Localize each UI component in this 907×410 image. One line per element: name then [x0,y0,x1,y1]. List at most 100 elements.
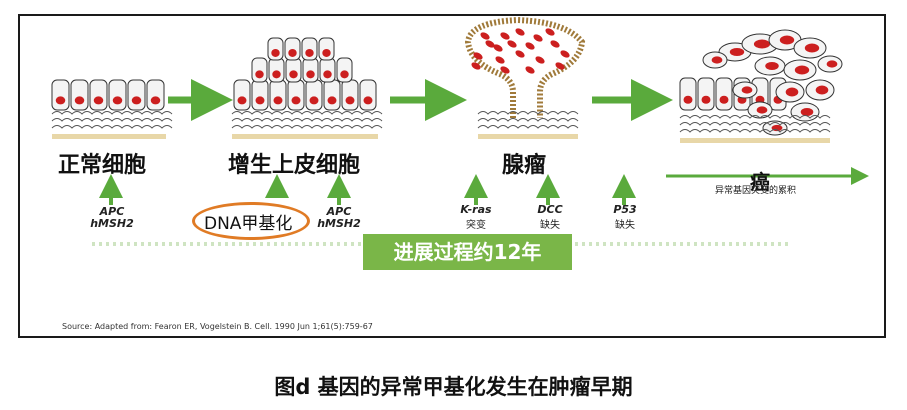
epithelial-cell [233,79,251,111]
dna-methylation-highlight [192,202,310,240]
epithelial-cell [108,79,127,111]
epithelial-cell [715,77,733,111]
gene-p53-status: 缺失 [615,220,635,231]
cell-nucleus [255,70,264,79]
gene-apc-2: APC [326,205,352,218]
cell-nucleus [237,96,247,105]
stroma-layer [232,134,378,139]
epithelial-cell [269,79,287,111]
gene-kras-status: 突变 [466,220,486,231]
cancer-cell-nucleus [756,106,768,114]
epithelial-cell [127,79,146,111]
epithelial-cell [251,79,269,111]
adenoma-nucleus [555,62,565,70]
adenoma-nucleus [545,28,555,36]
cancer-cell-nucleus [826,60,838,68]
cell-nucleus [305,48,314,57]
adenoma-nucleus [500,32,510,40]
cancer-cell-nucleus [729,47,745,57]
epithelial-cell [251,57,268,83]
basement-layer [231,118,383,122]
cell-nucleus [345,96,355,105]
cancer-mutation-note: 异常基因突变的累积 [715,186,797,196]
cell-nucleus [55,96,66,105]
gene-kras: K-ras [460,203,492,216]
basement-layer [477,111,579,115]
basement-layer [477,125,579,129]
gene-apc-1: APC [99,205,125,218]
cell-nucleus [340,70,349,79]
epithelial-cell [89,79,108,111]
cancer-cell-nucleus [711,56,723,64]
cell-nucleus [306,70,315,79]
epithelial-cell [287,79,305,111]
adenoma-nucleus [525,42,535,50]
stage-adenoma-label: 腺瘤 [502,153,547,178]
epithelial-cell [51,79,70,111]
adenoma-nucleus [485,40,495,48]
cancer-cell-nucleus [765,61,779,71]
cell-nucleus [683,95,693,104]
epithelial-cell [305,79,323,111]
cancer-cell-nucleus [741,86,753,94]
gene-hmsh2-1: hMSH2 [90,217,134,230]
cell-nucleus [273,96,283,105]
basement-layer [477,118,579,122]
cancer-cell-nucleus [800,107,814,117]
cell-nucleus [112,96,123,105]
basement-layer [231,125,383,129]
gene-hmsh2-2: hMSH2 [317,217,361,230]
cancer-cell-nucleus [779,35,795,45]
epithelial-cell [359,79,377,111]
source-citation: Source: Adapted from: Fearon ER, Vogelst… [62,322,373,331]
adenoma-nucleus [525,66,535,74]
adenoma-nucleus [500,66,510,74]
epithelial-cell [302,57,319,83]
cancer-cell-nucleus [753,39,771,49]
adenoma-nucleus [515,28,525,36]
cell-nucleus [701,95,711,104]
adenoma-outline [464,16,586,118]
epithelial-cell [341,79,359,111]
basement-layer [231,111,383,115]
gene-p53: P53 [613,203,637,216]
basement-layer [679,129,831,133]
adenoma-nucleus [507,40,517,48]
adenoma-nucleus [480,32,490,40]
adenoma-nucleus [535,56,545,64]
cell-nucleus [363,96,373,105]
cell-nucleus [291,96,301,105]
cell-nucleus [74,96,85,105]
adenoma-nucleus [493,44,503,52]
epithelial-cell [336,57,353,83]
adenoma-nucleus [473,52,483,60]
epithelial-cell [319,57,336,83]
epithelial-cell [285,57,302,83]
cancer-cell-nucleus [815,85,829,95]
cancer-cell-nucleus [794,65,810,75]
basement-layer [679,122,831,126]
basement-layer [679,115,831,119]
epithelial-cell [323,79,341,111]
figure-caption: 图d 基因的异常甲基化发生在肿瘤早期 [274,375,633,399]
gene-dcc-status: 缺失 [540,220,560,231]
cell-nucleus [271,48,280,57]
basement-layer [51,118,173,122]
stage-hyperplastic-label: 增生上皮细胞 [228,153,361,178]
cell-nucleus [327,96,337,105]
cell-nucleus [272,70,281,79]
gene-dcc: DCC [537,203,563,216]
stage-normal-cell-label: 正常细胞 [58,153,147,178]
epithelial-cell [679,77,697,111]
cell-nucleus [93,96,104,105]
adenoma-nucleus [495,56,505,64]
cancer-cell-nucleus [785,87,799,97]
cell-nucleus [288,48,297,57]
cell-nucleus [131,96,142,105]
adenoma-nucleus [550,40,560,48]
epithelial-cell [70,79,89,111]
adenoma-nucleus [471,62,481,70]
adenoma-nucleus [560,50,570,58]
cell-nucleus [309,96,319,105]
cell-nucleus [322,48,331,57]
